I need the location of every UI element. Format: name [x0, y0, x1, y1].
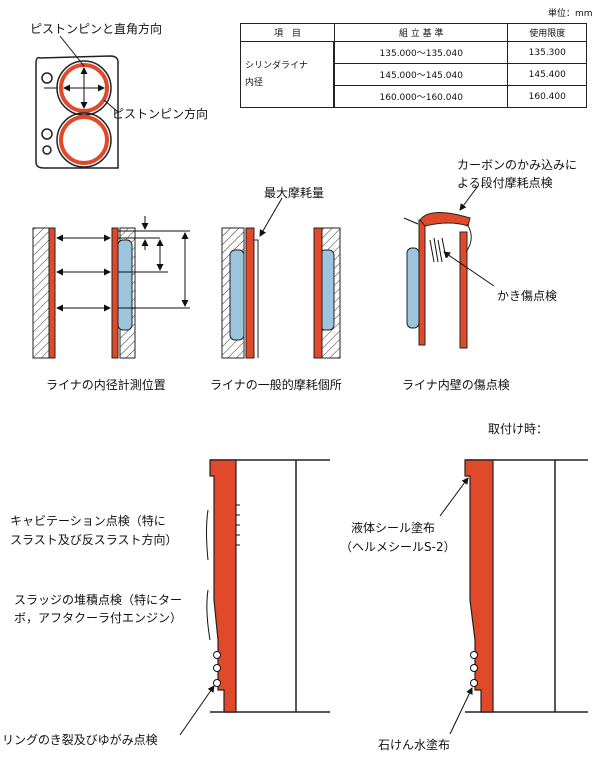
liner-installation-figure: [439, 459, 588, 735]
table-row: シリンダライナ 内径 135.000～135.040 135.300: [240, 41, 587, 108]
sludge-label-2: ボ，アフタクーラ付エンジン）: [14, 611, 183, 625]
limit-cell: 160.400: [507, 85, 587, 108]
sludge-label-1: スラッジの堆積点検（特にター: [14, 593, 183, 607]
liner-section-inspection-figure: [179, 459, 330, 736]
table-item-cell: シリンダライナ 内径: [240, 41, 334, 108]
cavitation-label-2: スラスト及び反スラスト方向）: [10, 533, 178, 547]
sealant-label-1: 液体シール塗布: [351, 521, 436, 535]
unit-label: 単位：mm: [548, 9, 593, 19]
carbon-step-wear-label-1: カーボンのかみ込みに: [457, 158, 578, 172]
caption-general-wear: ライナの一般的摩耗個所: [210, 378, 342, 392]
caption-inner-wall: ライナ内壁の傷点検: [402, 378, 510, 392]
item-label-line2: 内径: [245, 77, 264, 88]
sealant-label-2: （ヘルメシールS-2）: [340, 540, 456, 554]
table-row: 160.000～160.040 160.400: [241, 85, 587, 108]
liner-general-wear-figure: [221, 197, 341, 359]
ring-crack-label: リングのき裂及びゆがみ点検: [2, 733, 158, 747]
liner-bore-measure-figure: [32, 216, 190, 359]
item-label-line1: シリンダライナ: [245, 61, 308, 72]
cylinder-block-top-view: [35, 35, 119, 169]
liner-spec-table: 項 目 組 立 基 準 使用限度 シリンダライナ 内径 135.000～135.…: [240, 23, 587, 108]
perpendicular-direction-label: ピストンピンと直角方向: [30, 22, 163, 36]
installation-label: 取付け時：: [488, 422, 549, 436]
soap-water-label: 石けん水塗布: [378, 738, 451, 752]
scratch-check-label: かき傷点検: [497, 289, 558, 303]
pin-direction-label: ピストンピン方向: [112, 107, 209, 121]
carbon-step-wear-label-2: よる段付摩耗点検: [457, 176, 553, 190]
table-row: 145.000～145.040 145.400: [241, 63, 587, 86]
caption-bore-measure: ライナの内径計測位置: [46, 378, 166, 392]
cavitation-label-1: キャビテーション点検（特に: [10, 514, 166, 528]
liner-inner-wall-figure: [403, 185, 495, 349]
standard-cell: 160.000～160.040: [333, 85, 509, 108]
max-wear-label: 最大摩耗量: [264, 186, 325, 200]
